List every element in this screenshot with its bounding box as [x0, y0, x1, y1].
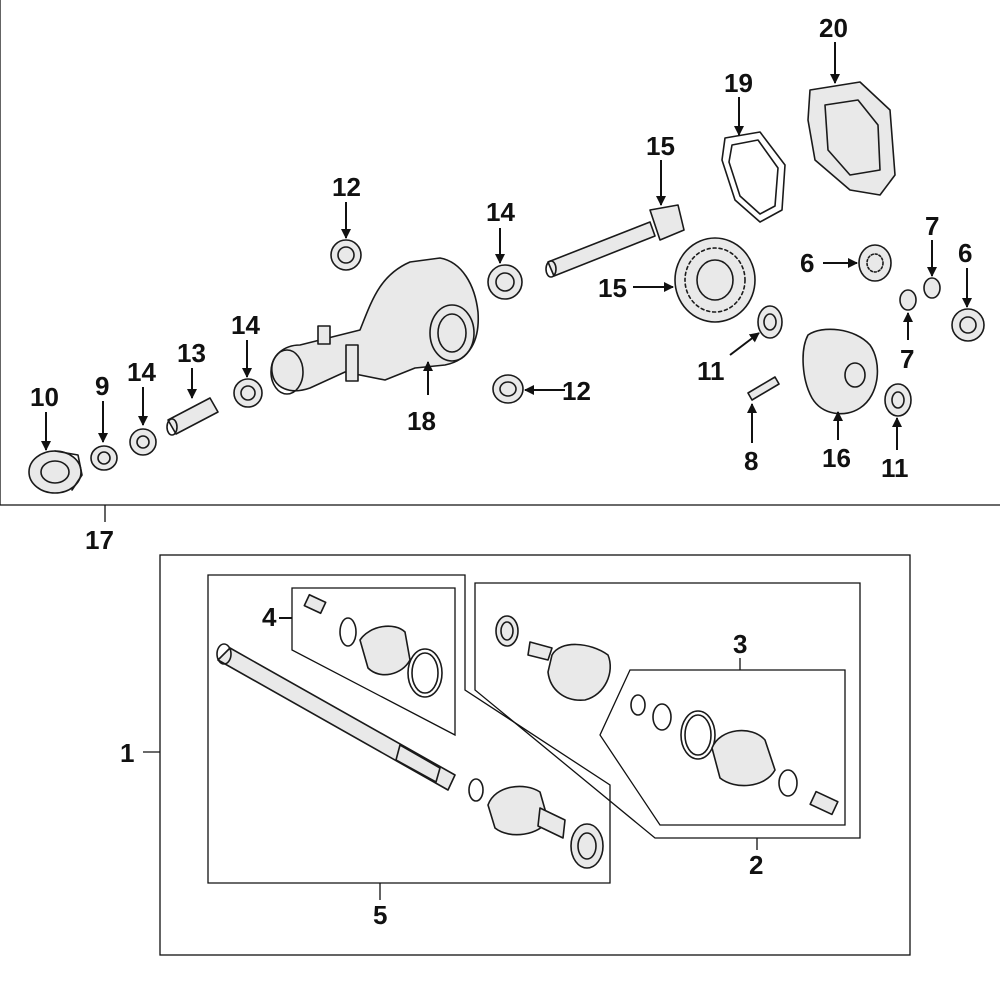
pinion-mate-upper — [923, 277, 941, 299]
callout-5: 5 — [373, 900, 387, 930]
callout-17: 17 — [85, 525, 114, 555]
rear-cover — [807, 81, 896, 196]
outer-dust-deflector — [652, 703, 672, 731]
drive-pinion — [545, 204, 685, 278]
inner-dust-seal — [570, 823, 604, 869]
side-gear-right — [951, 308, 985, 342]
callout-12-left: 12 — [332, 172, 361, 202]
callout-11-left: 11 — [697, 356, 725, 386]
callout-9: 9 — [95, 371, 109, 401]
outer-boot-band-small — [630, 694, 646, 716]
callout-4: 4 — [262, 602, 277, 632]
callout-11-right: 11 — [881, 453, 909, 483]
outer-boot-clamp-large — [680, 710, 716, 760]
outer-boot — [711, 729, 776, 787]
outer-joint-group-frame — [474, 582, 861, 850]
inner-boot-kit-frame — [291, 587, 456, 737]
pinion-mate-lower — [899, 289, 917, 311]
callout-14-front: 14 — [127, 357, 156, 387]
inner-shaft-group-frame — [207, 574, 611, 900]
axle-shaft-assembly-frame — [143, 554, 911, 956]
inner-boot-band — [339, 617, 357, 647]
callout-14-side: 14 — [486, 197, 515, 227]
callout-19: 19 — [724, 68, 753, 98]
callout-13: 13 — [177, 338, 206, 368]
inner-snap-ring — [468, 778, 484, 802]
outer-boot-band-tiny — [778, 769, 798, 797]
callout-1: 1 — [120, 738, 134, 768]
outer-boot-kit-frame — [599, 658, 846, 826]
boot-clamp-small-inner — [303, 593, 327, 615]
callout-7-lower: 7 — [900, 344, 914, 374]
boot-clamp-small-outer — [809, 790, 839, 816]
leaders — [41, 42, 972, 619]
callout-16: 16 — [822, 443, 851, 473]
companion-flange — [28, 450, 83, 494]
inner-cv-joint — [487, 785, 566, 839]
ring-gear — [674, 237, 756, 323]
pinion-shaft-pin — [747, 376, 780, 401]
collapsible-spacer — [166, 397, 219, 436]
callout-15-ring: 15 — [598, 273, 627, 303]
outer-cv-joint — [527, 641, 612, 701]
oil-seal — [90, 445, 118, 471]
inner-shaft — [216, 643, 456, 791]
cover-gasket — [721, 131, 786, 223]
side-seal-left — [330, 239, 362, 271]
outer-snap-ring-top — [495, 615, 519, 647]
carrier-housing — [270, 257, 480, 395]
differential-assembly-frame — [0, 0, 1000, 522]
callout-3: 3 — [733, 629, 747, 659]
differential-case — [802, 328, 879, 415]
callout-labels: 10 9 14 13 14 12 14 18 12 15 15 19 20 6 … — [30, 13, 972, 930]
callout-15-pinion: 15 — [646, 131, 675, 161]
pinion-bearing-front — [129, 428, 157, 456]
callout-20: 20 — [819, 13, 848, 43]
inner-boot — [359, 625, 411, 676]
carrier-bearing-right — [884, 383, 912, 417]
inner-boot-clamp-large — [407, 648, 443, 698]
callout-6-right: 6 — [958, 238, 972, 268]
side-seal-right — [492, 374, 524, 404]
callout-7-upper: 7 — [925, 211, 939, 241]
callout-6-left: 6 — [800, 248, 814, 278]
carrier-bearing-left — [757, 305, 783, 339]
callout-10: 10 — [30, 382, 59, 412]
callout-12-right: 12 — [562, 376, 591, 406]
side-bearing — [487, 264, 523, 300]
callout-2: 2 — [749, 850, 763, 880]
callout-8: 8 — [744, 446, 758, 476]
callout-18: 18 — [407, 406, 436, 436]
pinion-bearing-rear — [233, 378, 263, 408]
side-gear-left — [858, 244, 892, 282]
callout-14-rear: 14 — [231, 310, 260, 340]
